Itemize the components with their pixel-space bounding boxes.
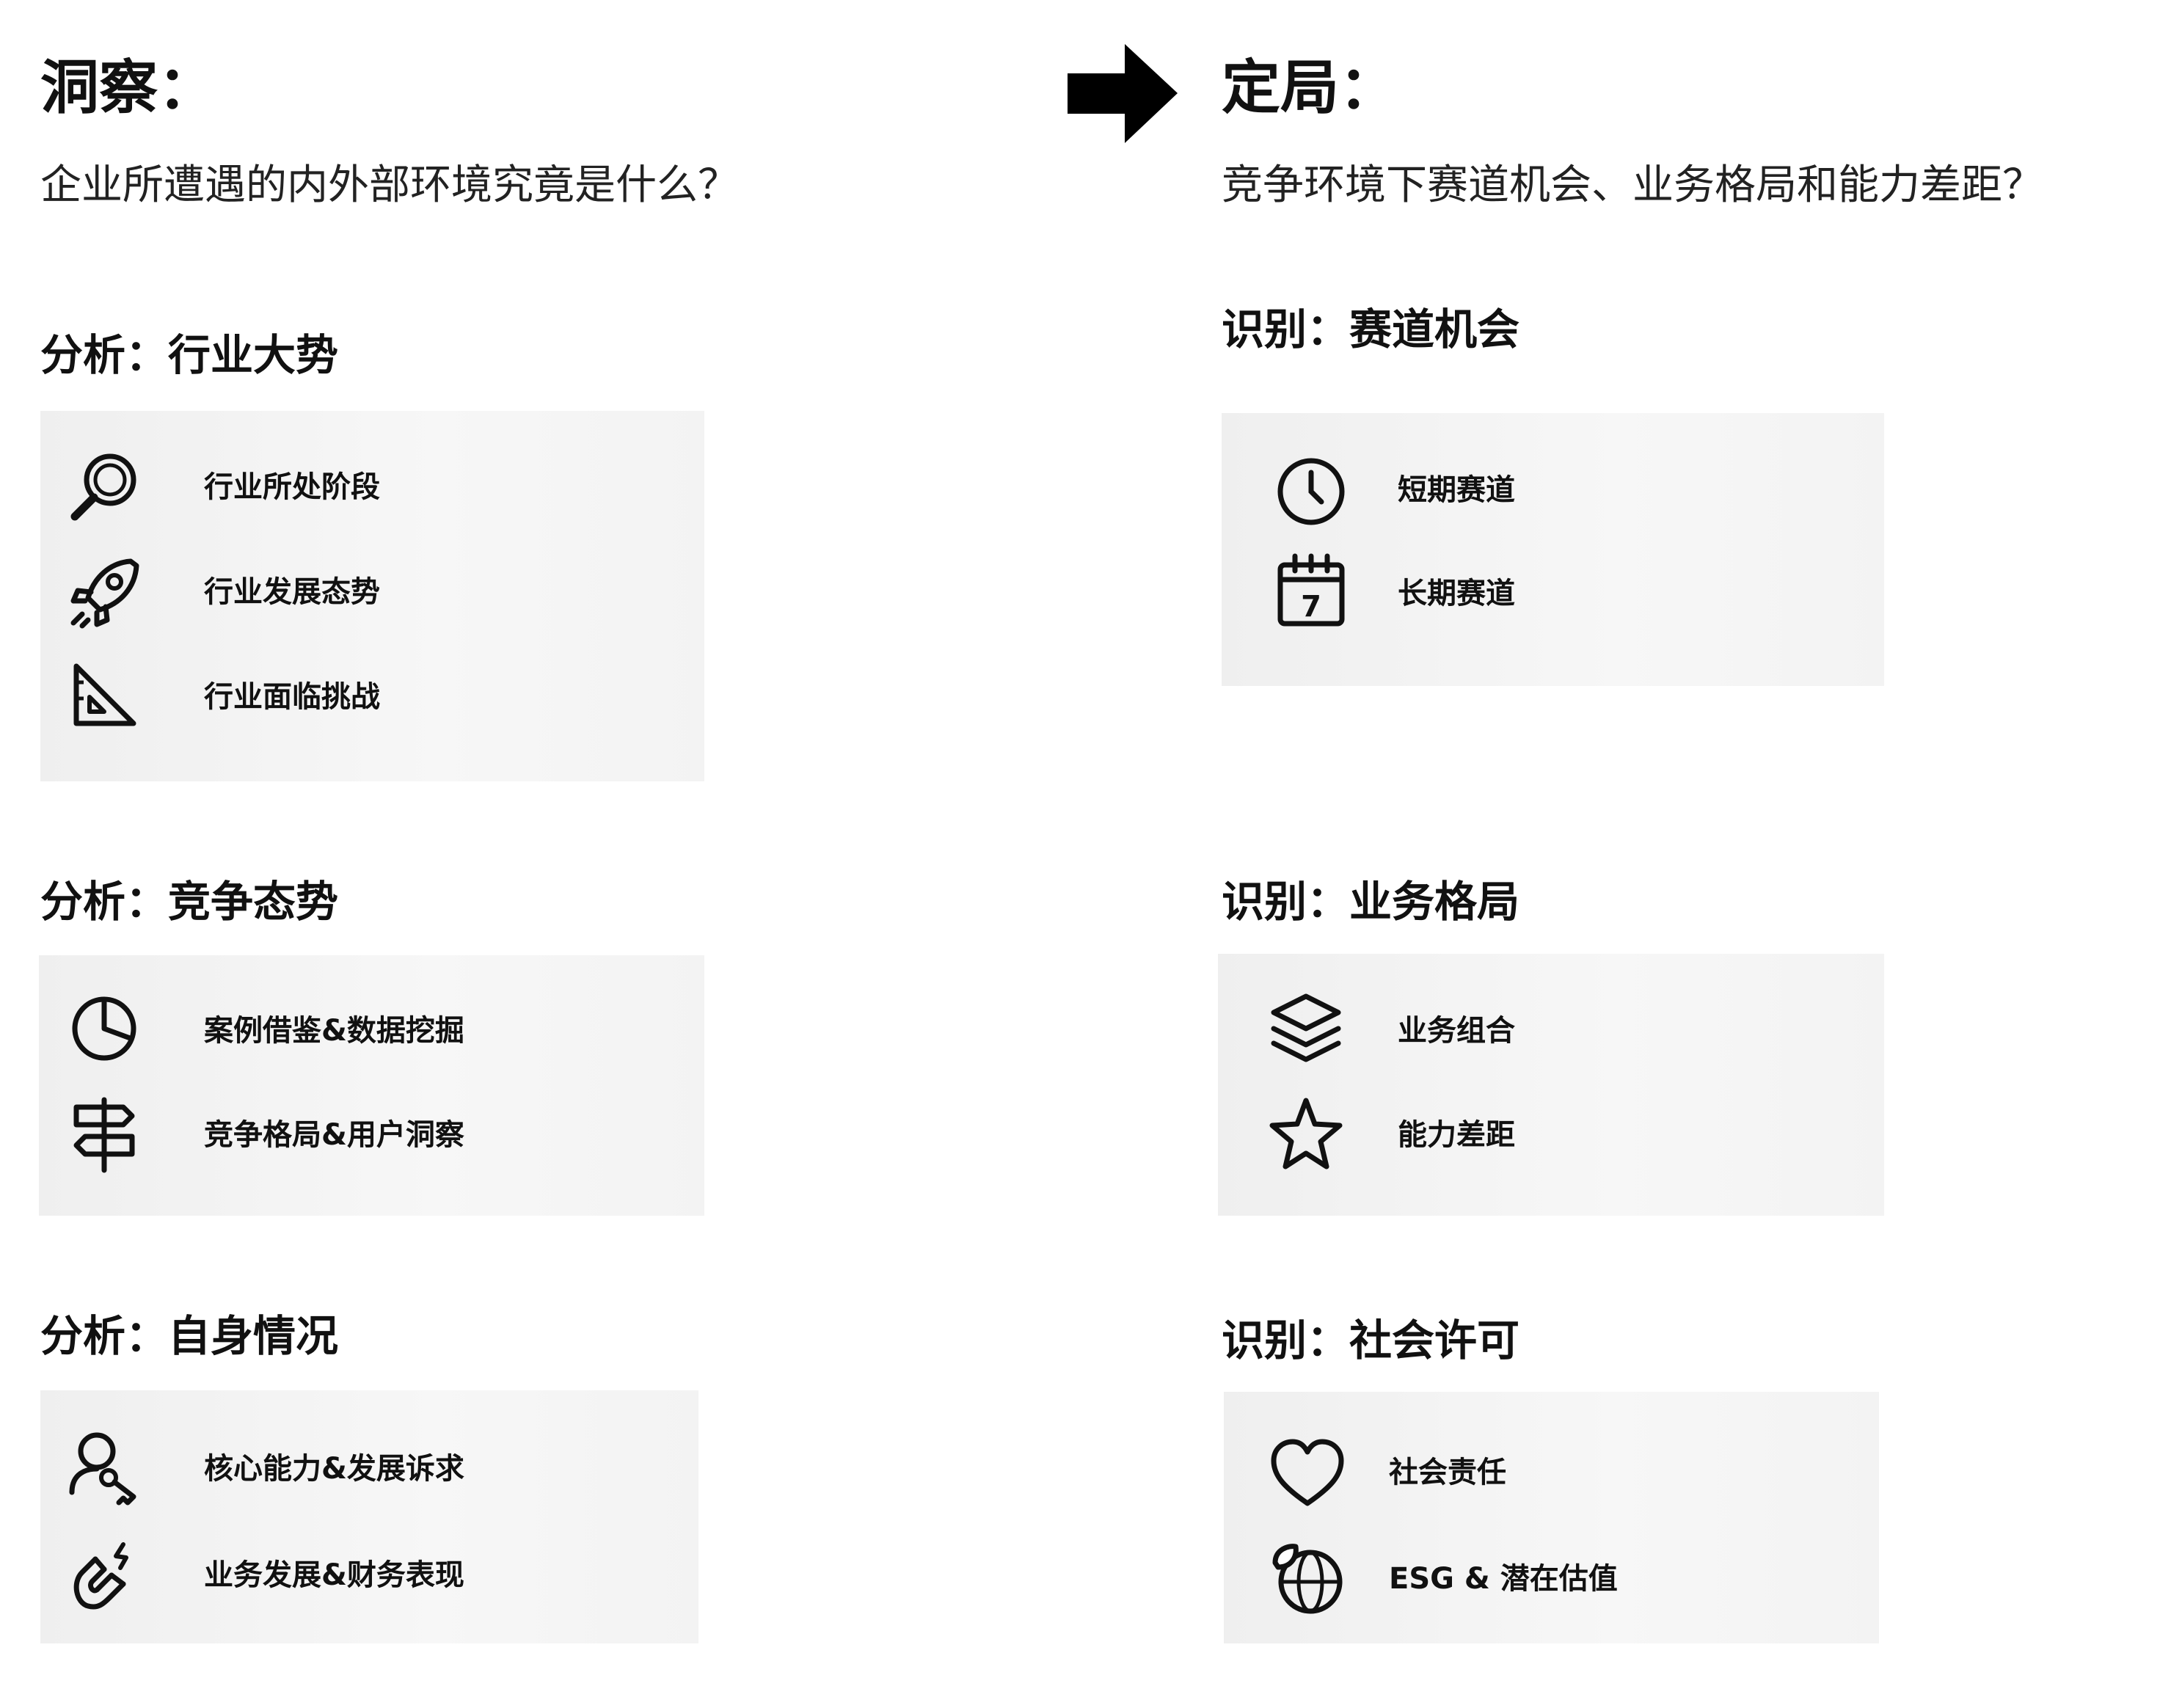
section-heading: 识别：社会许可 xyxy=(1222,1315,1520,1365)
layers-icon xyxy=(1268,992,1344,1068)
section-heading: 识别：业务格局 xyxy=(1222,877,1520,927)
list-item-label: 行业发展态势 xyxy=(204,575,380,609)
magnifier-icon xyxy=(66,449,142,525)
right-subtitle: 竞争环境下赛道机会、业务格局和能力差距？ xyxy=(1222,161,2043,209)
list-item-label: 行业所处阶段 xyxy=(204,470,380,504)
list-item-label: 案例借鉴&数据挖掘 xyxy=(204,1014,464,1048)
eco-globe-icon xyxy=(1269,1542,1346,1618)
clock-icon xyxy=(1273,453,1349,530)
magnet-icon xyxy=(66,1537,142,1613)
star-icon xyxy=(1268,1096,1344,1172)
left-subtitle: 企业所遭遇的内外部环境究竟是什么？ xyxy=(40,161,739,209)
list-item-label: 短期赛道 xyxy=(1398,473,1515,507)
section-heading: 分析：自身情况 xyxy=(40,1311,339,1361)
section-heading: 分析：竞争态势 xyxy=(40,877,339,927)
identify-card-track xyxy=(1222,413,1884,686)
analysis-card-competition xyxy=(39,955,704,1216)
section-heading: 识别：赛道机会 xyxy=(1222,304,1520,354)
signpost-icon xyxy=(66,1097,142,1173)
list-item-label: 业务组合 xyxy=(1398,1014,1515,1048)
right-title: 定局： xyxy=(1222,54,1398,122)
list-item-label: 业务发展&财务表现 xyxy=(204,1558,464,1592)
set-square-icon xyxy=(66,657,142,734)
rocket-icon xyxy=(66,554,142,630)
identify-card-business xyxy=(1218,954,1884,1216)
list-item-label: 能力差距 xyxy=(1398,1118,1515,1152)
list-item-label: 行业面临挑战 xyxy=(204,680,380,714)
user-key-icon xyxy=(66,1429,142,1506)
list-item-label: 社会责任 xyxy=(1389,1456,1506,1489)
list-item-label: ESG & 潜在估值 xyxy=(1389,1562,1618,1596)
calendar-icon: 7 xyxy=(1273,552,1349,628)
left-title: 洞察： xyxy=(40,54,216,122)
section-heading: 分析：行业大势 xyxy=(40,330,339,380)
heart-icon xyxy=(1269,1436,1346,1512)
list-item-label: 竞争格局&用户洞察 xyxy=(204,1118,464,1152)
list-item-label: 核心能力&发展诉求 xyxy=(204,1452,464,1486)
svg-text:7: 7 xyxy=(1301,590,1321,624)
pie-chart-icon xyxy=(66,990,142,1067)
analysis-card-industry xyxy=(40,411,704,781)
list-item-label: 长期赛道 xyxy=(1398,577,1515,610)
analysis-card-self xyxy=(40,1390,698,1643)
arrow-right-icon xyxy=(1068,44,1178,143)
